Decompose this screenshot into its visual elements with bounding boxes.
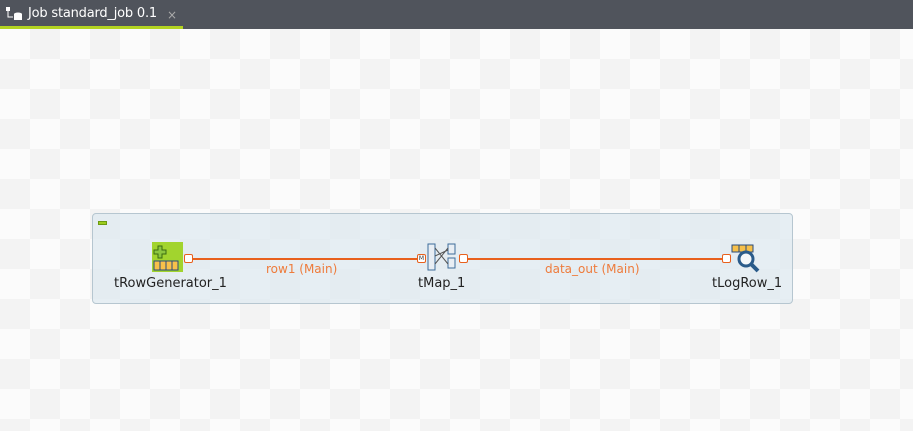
map-icon[interactable] (427, 242, 457, 272)
tab-title: Job standard_job 0.1 (28, 6, 157, 21)
component-label[interactable]: tLogRow_1 (712, 276, 783, 291)
job-design-canvas[interactable]: row1 (Main) data_out (Main) tRowGenerato… (0, 29, 913, 431)
tab-job-standard-job[interactable]: Job standard_job 0.1 × (0, 0, 183, 29)
output-port[interactable] (184, 254, 193, 263)
output-port[interactable] (459, 254, 468, 263)
link-row1[interactable] (192, 258, 418, 260)
component-label[interactable]: tRowGenerator_1 (114, 276, 227, 291)
input-port[interactable]: M (417, 254, 426, 263)
link-data-out[interactable] (467, 258, 722, 260)
job-icon (5, 7, 23, 25)
link-label-data-out[interactable]: data_out (Main) (545, 262, 640, 276)
input-port[interactable] (722, 254, 731, 263)
component-label[interactable]: tMap_1 (418, 276, 466, 291)
link-label-row1[interactable]: row1 (Main) (266, 262, 338, 276)
editor-tab-bar: Job standard_job 0.1 × (0, 0, 913, 29)
log-row-icon[interactable] (730, 242, 762, 274)
collapse-subjob-button[interactable] (98, 221, 107, 225)
row-generator-icon[interactable] (152, 242, 183, 272)
close-icon[interactable]: × (167, 8, 178, 22)
